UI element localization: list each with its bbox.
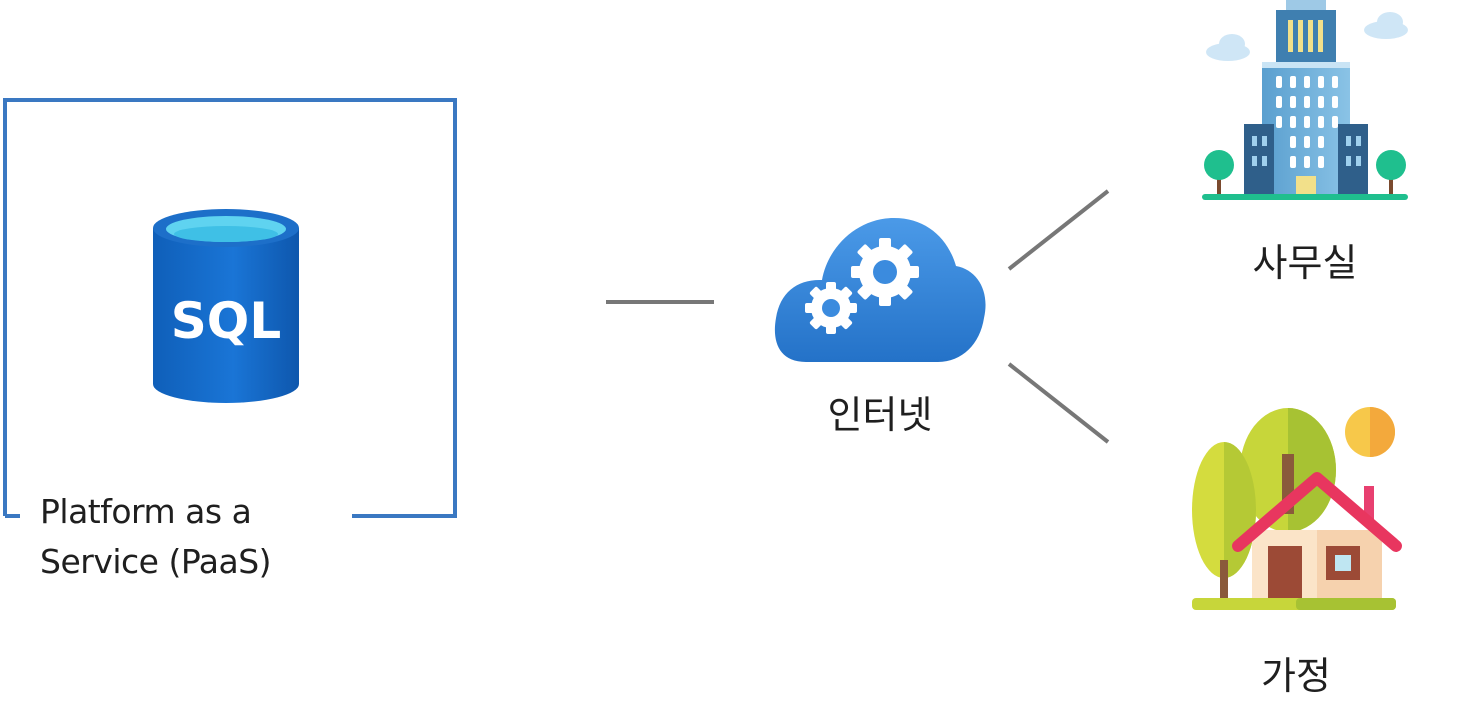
paas-label-line-2: Service (PaaS) (40, 542, 272, 581)
office-building-icon (1202, 0, 1408, 200)
sql-database-icon: SQL (153, 209, 299, 403)
connector-internet-home (1007, 362, 1110, 444)
internet-label: 인터넷 (827, 393, 933, 437)
paas-frame (3, 98, 457, 518)
cloud-gears-icon (774, 218, 986, 362)
connector-internet-office (1007, 189, 1110, 271)
office-label: 사무실 (1252, 241, 1358, 285)
house-with-trees-icon (1192, 407, 1402, 610)
paas-label-line-1: Platform as a (40, 492, 252, 531)
home-label: 가정 (1261, 654, 1331, 698)
sql-icon-text: SQL (171, 292, 281, 350)
paas-label: Platform as a Service (PaaS) (40, 487, 340, 587)
